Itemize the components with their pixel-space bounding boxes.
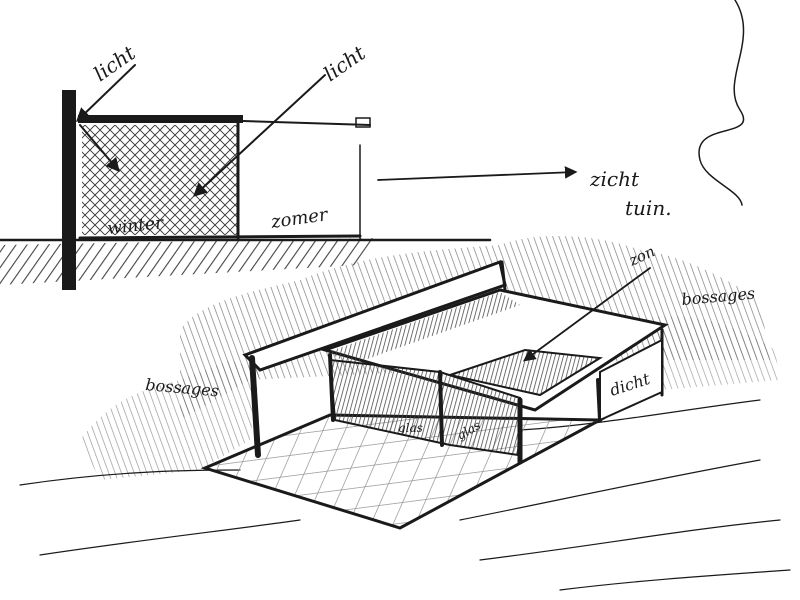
wall: [62, 90, 76, 290]
tree-outline: [699, 0, 744, 205]
label-summer: zomer: [269, 204, 330, 233]
column-2: [440, 372, 442, 445]
perspective-view: zon bossages bossages dicht glas glas: [20, 236, 790, 590]
label-garden: tuin.: [625, 196, 672, 220]
label-light-left: licht: [89, 40, 140, 86]
canopy: [78, 115, 243, 123]
label-view: zicht: [589, 167, 640, 191]
view-arrow: [378, 172, 575, 180]
label-light-right: licht: [319, 40, 370, 86]
canopy-extension: [243, 121, 370, 125]
label-glass-1: glas: [398, 421, 423, 435]
